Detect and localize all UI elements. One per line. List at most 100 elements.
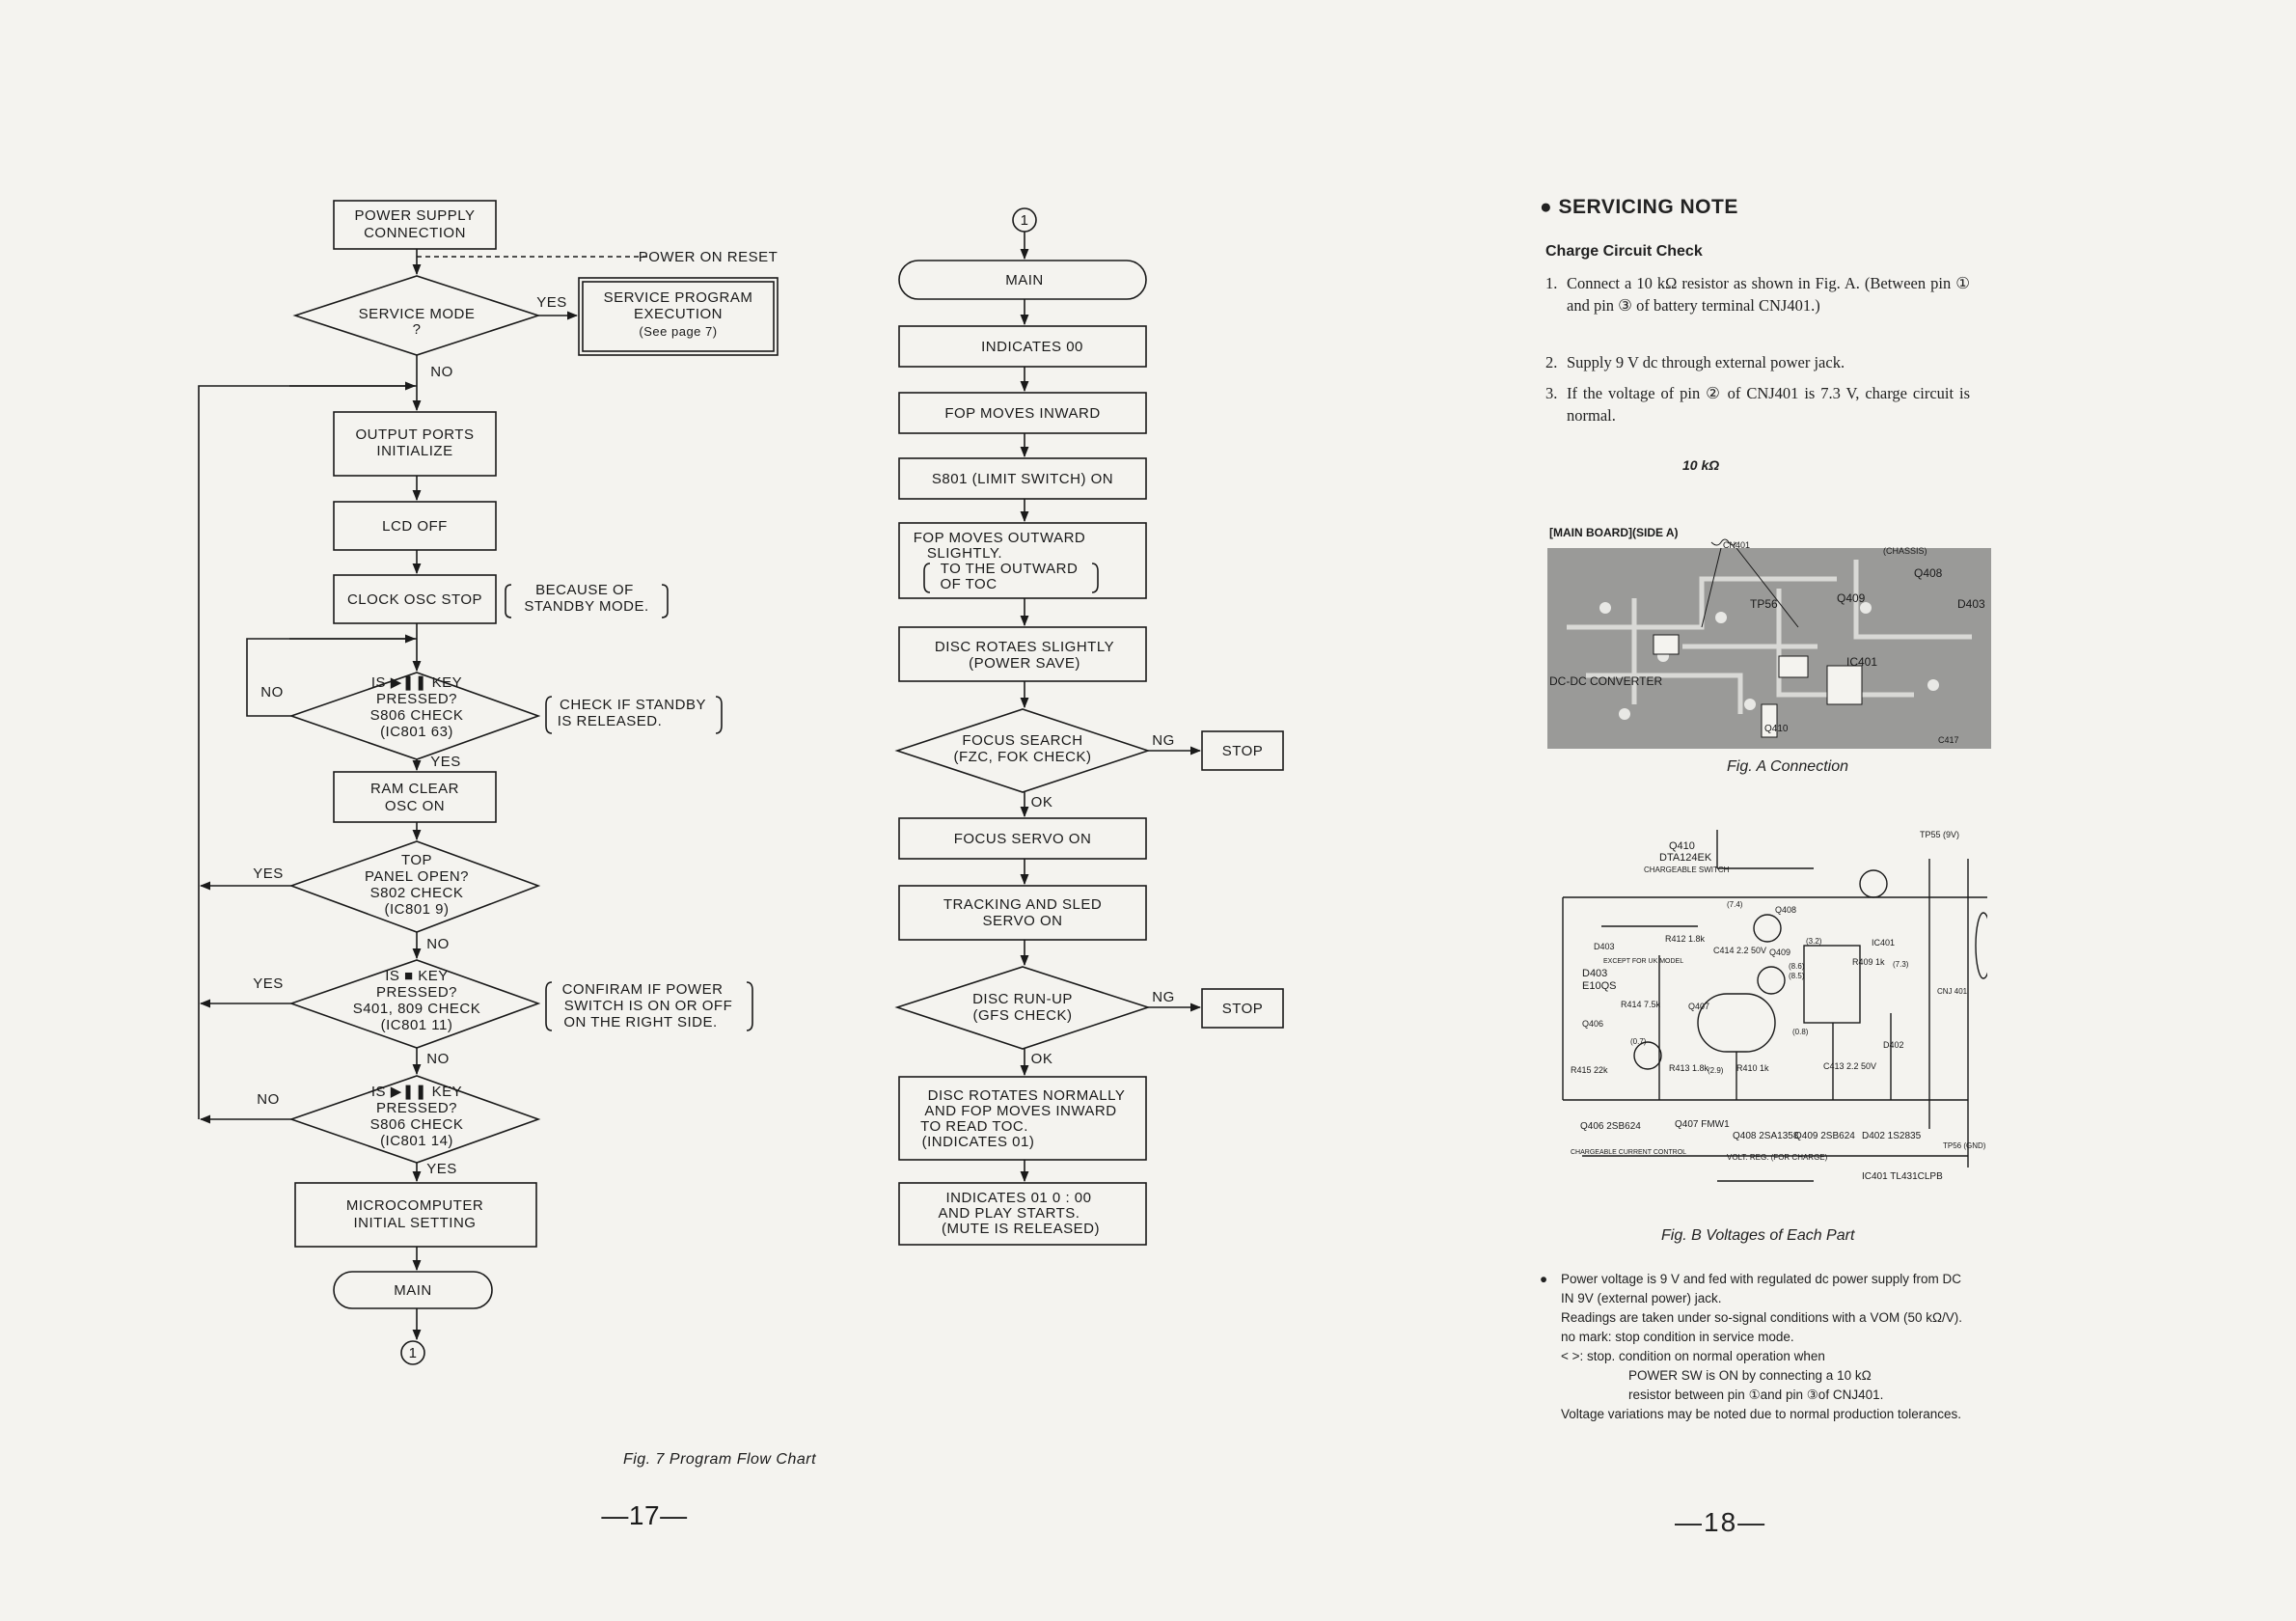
note-line-4: < >: stop. condition on normal operation… bbox=[1561, 1349, 1825, 1363]
step-2: 2. Supply 9 V dc through external power … bbox=[1545, 351, 1970, 373]
sch-r415: R415 22k bbox=[1571, 1065, 1608, 1075]
s801-box bbox=[898, 457, 1147, 500]
conn-left-label: 1 bbox=[409, 1345, 418, 1361]
output-ports-label-2: INITIALIZE bbox=[376, 443, 452, 459]
tracking-box bbox=[898, 885, 1147, 941]
no-key2: NO bbox=[257, 1091, 280, 1108]
service-program-box bbox=[578, 277, 779, 356]
fop-inward-box bbox=[898, 392, 1147, 434]
v-7-3: (7.3) bbox=[1893, 960, 1909, 969]
charge-circuit-subtitle: Charge Circuit Check bbox=[1545, 243, 1703, 260]
key2-3: S806 CHECK bbox=[370, 1116, 464, 1133]
ng2-label: NG bbox=[1152, 989, 1175, 1005]
top-panel-4: (IC801 9) bbox=[384, 901, 449, 918]
top-panel-diamond bbox=[288, 840, 541, 933]
yes-top: YES bbox=[253, 865, 284, 882]
ram-clear-1: RAM CLEAR bbox=[370, 781, 459, 797]
s801-label: S801 (LIMIT SWITCH) ON bbox=[932, 471, 1113, 487]
sch-d402-part: D402 1S2835 bbox=[1862, 1131, 1922, 1141]
clock-osc-label: CLOCK OSC STOP bbox=[347, 591, 482, 608]
sch-r409: R409 1k bbox=[1852, 957, 1885, 967]
clock-osc-box bbox=[333, 574, 497, 624]
voltage-schematic: Q410 DTA124EK CHARGEABLE SWITCH TP55 (9V… bbox=[1562, 830, 1987, 1182]
indicates-00-label: INDICATES 00 bbox=[981, 339, 1083, 355]
v-2-9: (2.9) bbox=[1708, 1066, 1724, 1075]
fop-inward-label: FOP MOVES INWARD bbox=[944, 405, 1100, 422]
focus-search-2: (FZC, FOK CHECK) bbox=[954, 749, 1092, 765]
sch-except-uk: EXCEPT FOR UK MODEL bbox=[1603, 958, 1683, 965]
photo-d403: D403 bbox=[1957, 597, 1985, 611]
output-ports-label-1: OUTPUT PORTS bbox=[356, 426, 475, 443]
service-prog-label-3: (See page 7) bbox=[639, 324, 717, 339]
photo-q410: Q410 bbox=[1764, 724, 1789, 734]
sch-c414: C414 2.2 50V bbox=[1713, 946, 1766, 955]
note-line-2: Readings are taken under so-signal condi… bbox=[1561, 1310, 1963, 1325]
photo-q408: Q408 bbox=[1914, 566, 1943, 580]
normal-3: TO READ TOC. bbox=[920, 1118, 1028, 1135]
sch-d403-b: D403 bbox=[1582, 968, 1607, 979]
flow-caption: Fig. 7 Program Flow Chart bbox=[623, 1451, 816, 1468]
sch-e10qs: E10QS bbox=[1582, 980, 1616, 992]
play-2: AND PLAY STARTS. bbox=[939, 1205, 1080, 1222]
ok2-label: OK bbox=[1031, 1051, 1053, 1067]
stop-key-diamond bbox=[288, 959, 541, 1049]
confirm-3: ON THE RIGHT SIDE. bbox=[563, 1014, 717, 1030]
sch-c413: C413 2.2 50V bbox=[1823, 1061, 1876, 1071]
sch-ic401: IC401 bbox=[1872, 938, 1895, 948]
v-8-6: (8.6) bbox=[1789, 962, 1805, 971]
sch-d403: D403 bbox=[1594, 942, 1615, 951]
tracking-2: SERVO ON bbox=[983, 913, 1063, 929]
stop-key-4: (IC801 11) bbox=[381, 1017, 453, 1033]
sch-q407-part: Q407 FMW1 bbox=[1675, 1119, 1730, 1130]
sch-tp55: TP55 (9V) bbox=[1920, 830, 1959, 839]
fop-out-1: FOP MOVES OUTWARD bbox=[914, 530, 1086, 546]
normal-2: AND FOP MOVES INWARD bbox=[924, 1103, 1116, 1119]
normal-box bbox=[898, 1076, 1147, 1161]
power-supply-box bbox=[333, 200, 497, 250]
conn-right-label: 1 bbox=[1021, 212, 1029, 229]
sch-r414: R414 7.5k bbox=[1621, 1000, 1661, 1009]
servicing-title: ● SERVICING NOTE bbox=[1540, 196, 1738, 218]
sch-q410: Q410 bbox=[1669, 840, 1695, 852]
because-label-2: STANDBY MODE. bbox=[524, 598, 648, 615]
no-key1: NO bbox=[260, 684, 284, 701]
sch-q408: Q408 bbox=[1775, 905, 1796, 915]
yes-key1: YES bbox=[430, 754, 461, 770]
key1-diamond bbox=[288, 672, 541, 760]
top-panel-2: PANEL OPEN? bbox=[365, 868, 469, 885]
confirm-2: SWITCH IS ON OR OFF bbox=[564, 998, 733, 1014]
sch-charge-control: CHARGEABLE CURRENT CONTROL bbox=[1571, 1149, 1686, 1156]
power-supply-label-2: CONNECTION bbox=[364, 225, 466, 241]
sch-r410: R410 1k bbox=[1736, 1063, 1769, 1073]
v-7-4: (7.4) bbox=[1727, 900, 1743, 909]
fig-b-caption: Fig. B Voltages of Each Part bbox=[1661, 1227, 1855, 1244]
disc-slight-1: DISC ROTAES SLIGHTLY bbox=[935, 639, 1114, 655]
main-left-label: MAIN bbox=[394, 1282, 432, 1299]
key1-label-3: S806 CHECK bbox=[370, 707, 464, 724]
ok1-label: OK bbox=[1031, 794, 1053, 810]
check-standby-1: CHECK IF STANDBY bbox=[560, 697, 706, 713]
stop1-box bbox=[1201, 730, 1284, 771]
tracking-1: TRACKING AND SLED bbox=[943, 896, 1102, 913]
confirm-1: CONFIRAM IF POWER bbox=[562, 981, 724, 998]
lcd-off-label: LCD OFF bbox=[382, 518, 448, 535]
step-2-text: Supply 9 V dc through external power jac… bbox=[1567, 353, 1845, 371]
play-3: (MUTE IS RELEASED) bbox=[942, 1221, 1100, 1237]
service-prog-label-1: SERVICE PROGRAM bbox=[604, 289, 753, 306]
note-line-7: Voltage variations may be noted due to n… bbox=[1561, 1407, 1962, 1421]
focus-servo-box bbox=[898, 817, 1147, 860]
step-1-number: 1. bbox=[1545, 274, 1558, 292]
fop-out-2: SLIGHTLY. bbox=[927, 545, 1002, 562]
program-flow-chart: POWER SUPPLY CONNECTION POWER ON RESET S… bbox=[198, 200, 1284, 1530]
sch-ic401-part: IC401 TL431CLPB bbox=[1862, 1171, 1943, 1182]
service-prog-label-2: EXECUTION bbox=[634, 306, 723, 322]
ng1-label: NG bbox=[1152, 732, 1175, 749]
lcd-off-box bbox=[333, 501, 497, 551]
stop1-label: STOP bbox=[1222, 743, 1264, 759]
yes-label: YES bbox=[536, 294, 567, 311]
v-0-7: (0.7) bbox=[1630, 1037, 1647, 1046]
key1-label-2: PRESSED? bbox=[376, 691, 457, 707]
fig-a-caption: Fig. A Connection bbox=[1727, 758, 1848, 775]
stop-key-2: PRESSED? bbox=[376, 984, 457, 1001]
